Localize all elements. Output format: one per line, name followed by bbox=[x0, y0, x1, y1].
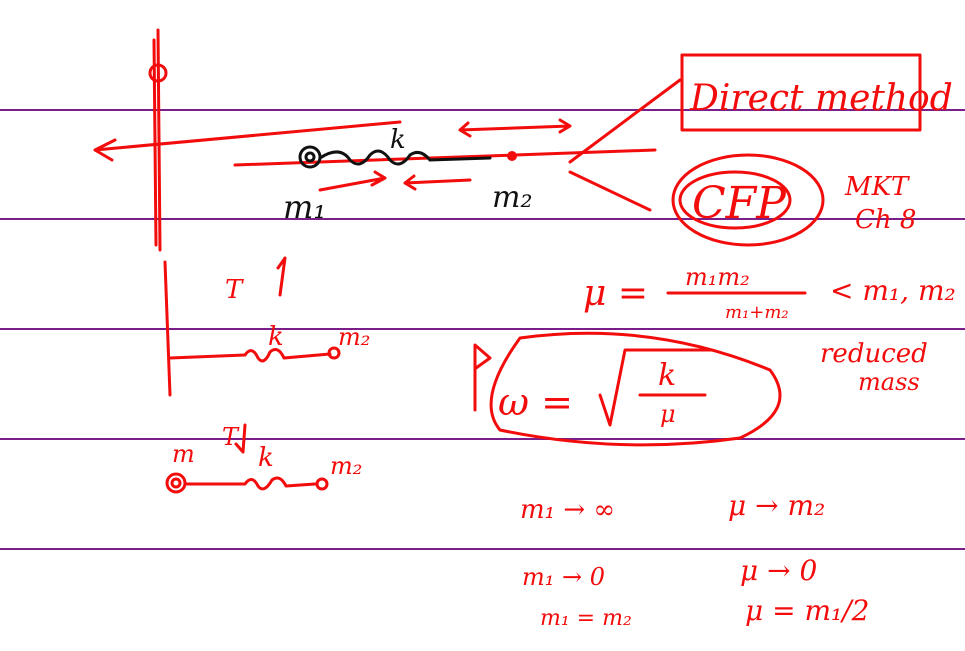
axis-line bbox=[233, 148, 657, 167]
tension-arrow-1 bbox=[276, 256, 287, 297]
mass-circle-2 bbox=[315, 477, 329, 491]
reference-line1: MKT bbox=[844, 172, 910, 202]
ruled-lines bbox=[0, 109, 965, 550]
omega-formula: ω = k μ bbox=[473, 331, 782, 447]
arrow-left bbox=[403, 174, 472, 191]
spring-label: k bbox=[390, 125, 406, 155]
flag-mark bbox=[473, 343, 492, 412]
mass-m1 bbox=[298, 145, 322, 169]
spring-label-2: k bbox=[258, 443, 274, 473]
limit-cases: m₁ → ∞ μ → m₂ m₁ → 0 μ → 0 m₁ = m₂ μ = m… bbox=[520, 489, 869, 631]
mu-lhs: μ = bbox=[583, 273, 648, 314]
mass-m-circle bbox=[165, 472, 187, 494]
m2-label: m₂ bbox=[492, 180, 532, 215]
mass-circle-1 bbox=[327, 346, 341, 360]
wall-stroke bbox=[163, 260, 247, 397]
tension-label-2: T bbox=[222, 423, 240, 451]
tension-label-1: T bbox=[225, 275, 244, 305]
sqrt-sign bbox=[598, 348, 714, 427]
reduced-label-line1: reduced bbox=[820, 339, 928, 369]
limit-condition: m₁ → 0 bbox=[522, 563, 605, 591]
spring-label-1: k bbox=[268, 322, 284, 352]
arrow-right bbox=[318, 170, 387, 192]
two-mass-system-sketch: k m₁ m₂ bbox=[93, 28, 682, 252]
mass-label-1: m₂ bbox=[338, 323, 370, 351]
mu-comparison: < m₁, m₂ bbox=[830, 274, 956, 307]
pivot-circle bbox=[148, 63, 168, 83]
mu-numerator: m₁m₂ bbox=[685, 263, 750, 291]
cfp-label: CFP bbox=[692, 178, 787, 229]
spring-2 bbox=[183, 476, 317, 491]
omega-lhs: ω = bbox=[498, 380, 573, 424]
spring-1 bbox=[243, 348, 332, 363]
spring bbox=[318, 149, 492, 166]
omega-loop bbox=[489, 331, 782, 447]
omega-numerator: k bbox=[658, 358, 676, 393]
branch-arrows bbox=[568, 78, 682, 212]
tension-arrow-2 bbox=[234, 423, 247, 454]
wall-system-1: T k m₂ bbox=[163, 256, 370, 397]
direct-method-label: Direct method bbox=[689, 78, 953, 119]
vertical-axis-stroke bbox=[152, 28, 162, 252]
limit-condition: m₁ → ∞ bbox=[520, 495, 615, 525]
reduced-label-line2: mass bbox=[858, 368, 920, 396]
limit-result: μ → 0 bbox=[740, 554, 817, 587]
mu-denominator: m₁+m₂ bbox=[725, 302, 789, 323]
m1-label: m₁ bbox=[283, 188, 326, 226]
reference-line2: Ch 8 bbox=[855, 205, 916, 235]
omega-denominator: μ bbox=[660, 400, 676, 428]
mass-m-label: m bbox=[172, 440, 195, 468]
limit-result: μ = m₁/2 bbox=[745, 594, 869, 627]
wall-system-2: m T k m₂ bbox=[165, 423, 362, 494]
cfp-inner-ellipse bbox=[678, 170, 792, 230]
limit-condition: m₁ = m₂ bbox=[540, 606, 632, 631]
methods: Direct method CFP MKT Ch 8 bbox=[671, 53, 953, 247]
direct-method-box bbox=[680, 53, 922, 132]
mass-label-2: m₂ bbox=[330, 452, 362, 480]
reduced-mass-formula: μ = m₁m₂ m₁+m₂ < m₁, m₂ reduced mass bbox=[583, 263, 956, 396]
mass-m2 bbox=[507, 151, 517, 161]
mass-m-core bbox=[170, 477, 182, 489]
left-arrow bbox=[93, 120, 402, 162]
mass-m1-core bbox=[304, 151, 316, 163]
cfp-outer-ellipse bbox=[671, 153, 825, 247]
double-arrow bbox=[458, 118, 572, 138]
limit-result: μ → m₂ bbox=[728, 489, 825, 522]
